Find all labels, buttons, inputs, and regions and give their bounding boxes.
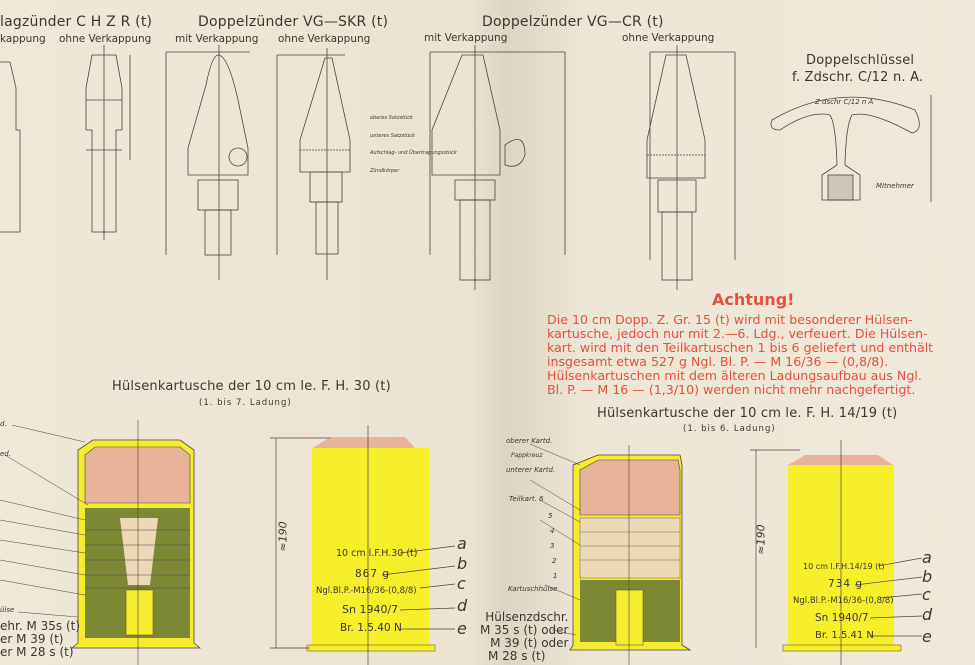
label-charge-3: 3 [550, 542, 555, 550]
notice-line: Die 10 cm Dopp. Z. Gr. 15 (t) wird mit b… [547, 312, 913, 327]
primer-line: M 28 s (t) [488, 649, 546, 663]
label-lower-cartridge: unterer Kartd. [506, 466, 556, 474]
right-primer-labels: Hülsenzdschr. M 35 s (t) oder M 39 (t) o… [480, 611, 568, 663]
partial-label: ülse [0, 606, 15, 614]
chzr-title: lagzünder C H Z R (t) [0, 14, 153, 30]
fuze-skr-drawing [165, 45, 351, 280]
cr-title: Doppelzünder VG—CR (t) [482, 14, 664, 30]
left-marking-a: 10 cm l.F.H.30 (t) [336, 548, 418, 559]
fuze-label: Zündkörper [370, 168, 400, 174]
right-cartridge-subtitle: (1. bis 6. Ladung) [683, 424, 776, 434]
key-drawing [770, 95, 932, 202]
label-charge-1: 1 [553, 572, 558, 580]
label-charge-2: 2 [552, 557, 557, 565]
left-dimension: ≈190 [276, 521, 290, 552]
primer-line: M 35 s (t) oder [480, 623, 569, 637]
key-title: Doppelschlüssel [806, 53, 915, 68]
left-cartridge-exterior [270, 425, 456, 665]
notice-line: Hülsenkartuschen mit dem älteren Ladungs… [547, 368, 922, 383]
primer-line: er M 28 s (t) [0, 645, 74, 659]
key-label: Z dschr C/12 n A [815, 98, 874, 106]
notice-line: kart. wird mit den Teilkartuschen 1 bis … [547, 340, 934, 355]
left-cartridge-section [70, 420, 202, 665]
right-letter-b: b [922, 567, 933, 586]
right-marking-a: 10 cm l.F.H.14/19 (t) [803, 562, 885, 571]
left-letter-d: d [457, 596, 468, 615]
right-letter-a: a [922, 548, 932, 567]
label-cardboard-cross: Pappkreuz [511, 452, 543, 459]
skr-sub-left: mit Verkappung [175, 33, 259, 45]
right-marking-b: 734 g [828, 578, 864, 590]
partial-label: ed. [0, 450, 11, 458]
left-cartridge-subtitle: (1. bis 7. Ladung) [199, 398, 292, 408]
key-subtitle: f. Zdschr. C/12 n. A. [792, 70, 924, 85]
left-letter-c: c [457, 574, 466, 593]
cr-sub-right: ohne Verkappung [622, 32, 715, 44]
skr-sub-right: ohne Verkappung [278, 33, 371, 45]
label-partial-charge-6: Teilkart. 6 [509, 495, 544, 503]
left-letter-b: b [457, 554, 468, 573]
notice-line: insgesamt etwa 527 g Ngl. Bl. P. — M 16/… [547, 354, 889, 369]
label-charge-5: 5 [548, 512, 553, 520]
right-cartridge-title: Hülsenkartusche der 10 cm le. F. H. 14/1… [597, 406, 898, 421]
right-letter-e: e [922, 627, 932, 646]
label-upper-cartridge: oberer Kartd. [506, 437, 553, 445]
primer-line: ehr. M 35s (t) [0, 619, 81, 633]
skr-title: Doppelzünder VG—SKR (t) [198, 14, 389, 30]
fuze-label: oberes Satzstück [370, 115, 413, 121]
fuze-label: Aufschlag- und Übertragungsstück [370, 150, 457, 156]
fuze-label: unteres Satzstück [370, 133, 415, 139]
left-marking-d: Sn 1940/7 [342, 603, 399, 616]
right-marking-d: Sn 1940/7 [815, 612, 869, 624]
notice-line: Bl. P. — M 16 — (1,3/10) werden nicht me… [547, 382, 916, 397]
notice-title: Achtung! [712, 290, 795, 309]
fuze-cr-drawing [429, 45, 736, 290]
partial-label: d. [0, 420, 7, 428]
left-marking-b: 867 g [355, 568, 391, 580]
left-letter-e: e [457, 619, 467, 638]
leader-lines [0, 424, 581, 636]
right-cartridge-section [569, 445, 692, 665]
label-cartridge-case: Kartuschhülse [508, 585, 558, 593]
right-dimension: ≈190 [754, 524, 768, 555]
right-letter-c: c [922, 585, 931, 604]
chzr-sub-left: kappung [0, 33, 46, 45]
right-cartridge-exterior [750, 440, 923, 665]
right-letter-d: d [922, 605, 933, 624]
right-marking-e: Br. 1.5.41 N [815, 630, 874, 641]
chzr-sub-right: ohne Verkappung [59, 33, 152, 45]
primer-line: M 39 (t) oder [490, 636, 569, 650]
fuze-chzr-drawing [0, 45, 131, 240]
primer-line: er M 39 (t) [0, 632, 64, 646]
left-marking-e: Br. 1.5.40 N [340, 622, 402, 634]
key-part-label: Mitnehmer [876, 182, 914, 190]
right-marking-c: Ngl.Bl.P.-M16/36-(0,8/8) [793, 596, 894, 606]
cr-sub-left: mit Verkappung [424, 32, 508, 44]
left-cartridge-title: Hülsenkartusche der 10 cm le. F. H. 30 (… [112, 379, 391, 394]
left-primer-labels: ehr. M 35s (t) er M 39 (t) er M 28 s (t) [0, 620, 80, 659]
label-charge-4: 4 [550, 527, 555, 535]
left-letter-a: a [457, 534, 467, 553]
notice-body: Die 10 cm Dopp. Z. Gr. 15 (t) wird mit b… [547, 313, 957, 397]
left-marking-c: Ngl.Bl.P.-M16/36-(0,8/8) [316, 586, 417, 596]
notice-line: kartusche, jedoch nur mit 2.—6. Ldg., ve… [547, 326, 928, 341]
primer-line: Hülsenzdschr. [485, 610, 569, 624]
